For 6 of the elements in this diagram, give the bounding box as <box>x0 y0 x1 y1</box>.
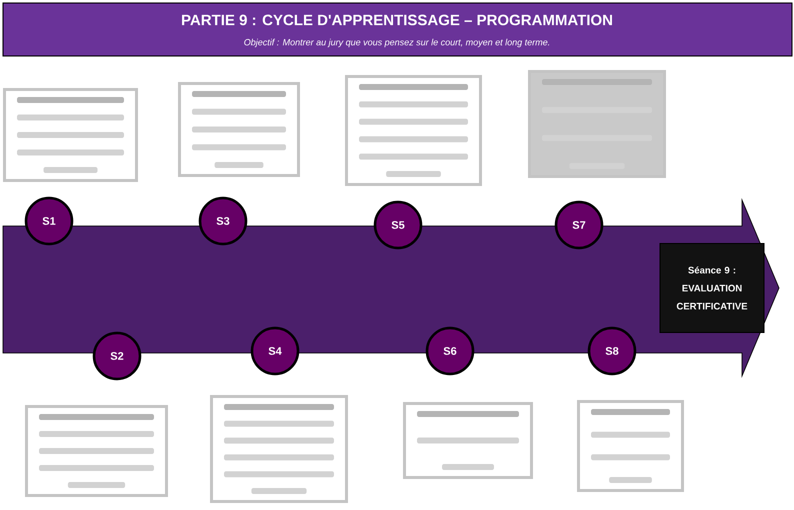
title: PARTIE 9 : CYCLE D'APPRENTISSAGE – PROGRAMMATION <box>182 14 612 26</box>
blurred-text-box <box>178 82 300 177</box>
subtitle: Objectif : Montrer au jury que vous pensez sur le court, moyen et long terme. <box>244 38 550 48</box>
blurred-text-box <box>403 402 533 479</box>
final-session-box: Séance 9 : EVALUATION CERTIFICATIVE <box>660 243 764 333</box>
blurred-text-box <box>577 400 684 492</box>
